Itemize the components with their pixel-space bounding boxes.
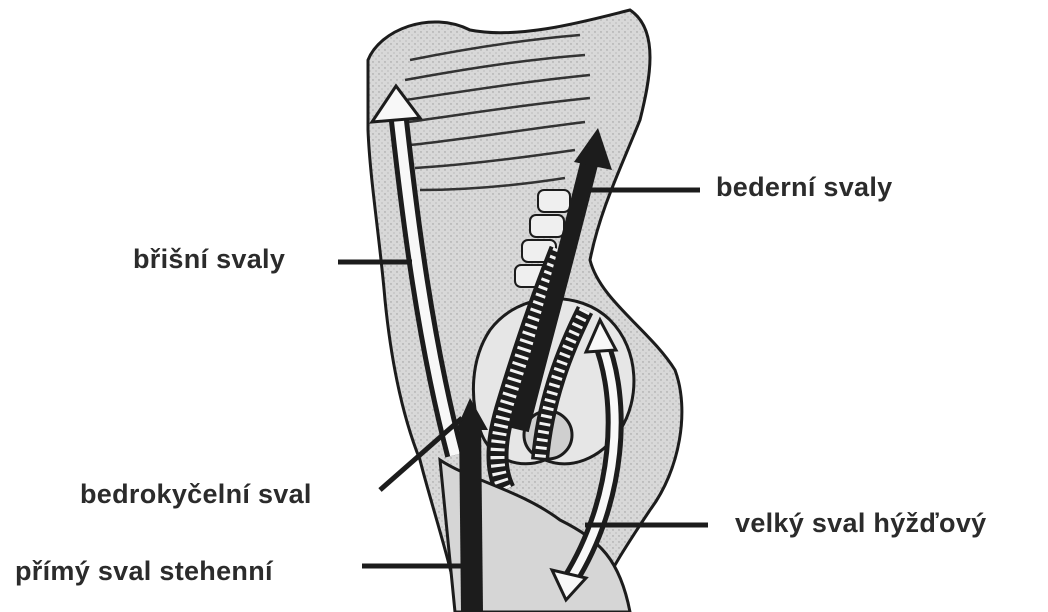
label-gluteus-maximus: velký sval hýžďový	[735, 508, 986, 539]
label-abdominal-muscles: břišní svaly	[133, 244, 285, 275]
label-lumbar-muscles: bederní svaly	[716, 172, 893, 203]
label-iliopsoas-muscle: bedrokyčelní sval	[80, 479, 312, 510]
label-rectus-femoris: přímý sval stehenní	[15, 556, 273, 587]
